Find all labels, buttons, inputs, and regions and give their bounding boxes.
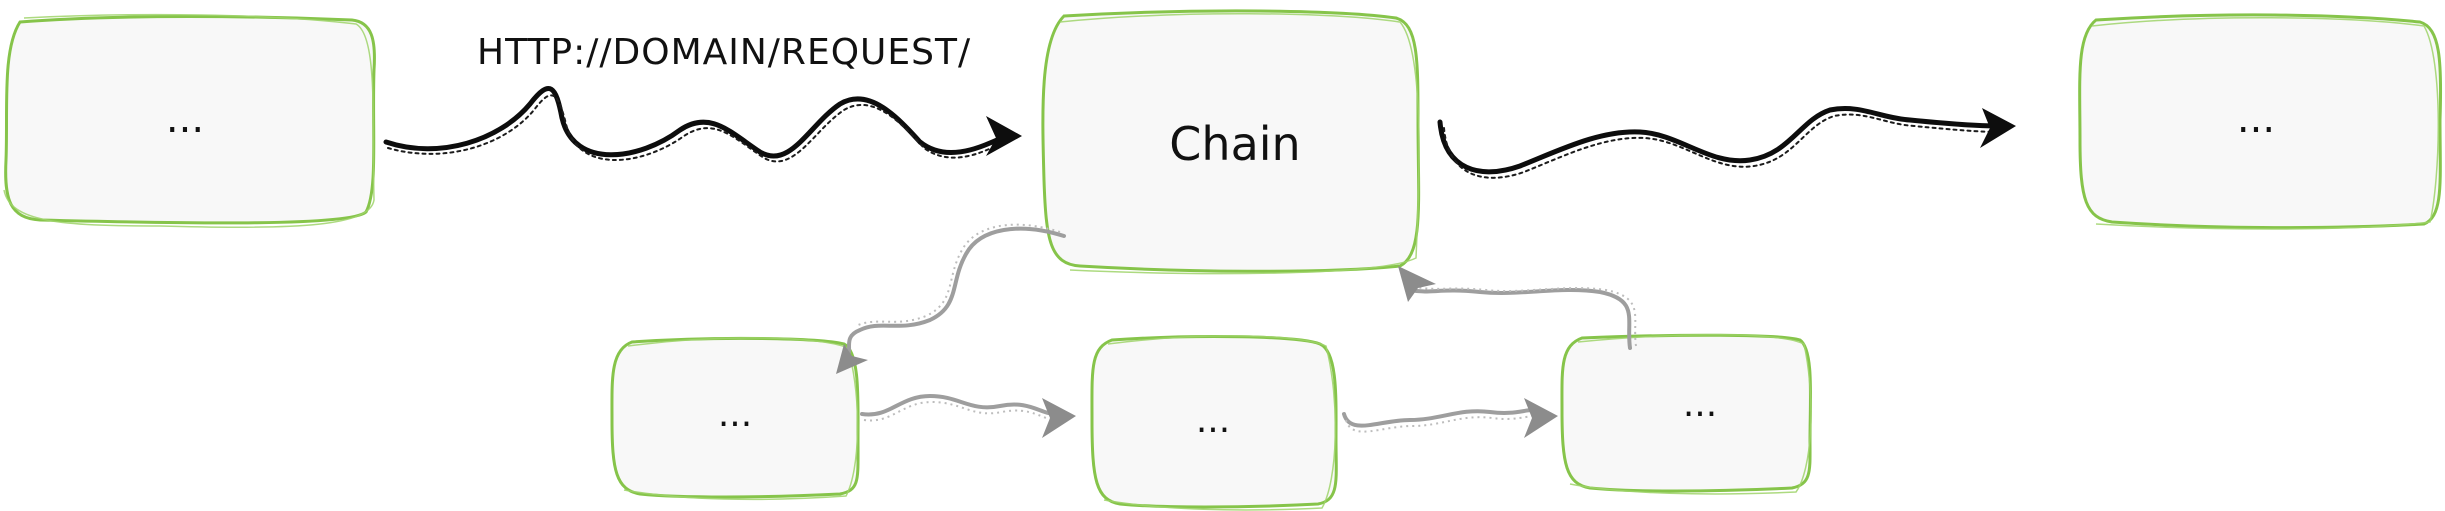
node-sub3: ...	[1560, 333, 1813, 495]
node-sub2: ...	[1090, 335, 1338, 511]
arrowhead-sub1-to-sub2	[1042, 398, 1076, 438]
node-sub1-label: ...	[718, 394, 752, 435]
node-sub3-label: ...	[1683, 384, 1717, 425]
node-right-label: ...	[2237, 96, 2275, 142]
node-chain: Chain	[1041, 9, 1421, 275]
arrow-sub2-to-sub3	[1342, 398, 1558, 438]
arrowhead-sub3-to-chain	[1398, 266, 1436, 302]
arrowhead-chain-to-sub1	[836, 344, 868, 374]
node-left: ...	[3, 13, 376, 229]
node-right: ...	[2078, 13, 2443, 230]
arrow-left-to-chain	[383, 86, 1022, 163]
node-chain-label: Chain	[1169, 117, 1300, 171]
arrow-chain-to-right	[1437, 106, 2016, 179]
arrow-sub3-to-chain	[1398, 266, 1637, 350]
arrowhead-left-to-chain	[986, 116, 1022, 156]
node-left-label: ...	[166, 96, 204, 142]
arrowhead-chain-to-right	[1980, 108, 2016, 148]
arrow-sub1-to-sub2	[860, 394, 1076, 438]
node-sub2-label: ...	[1196, 400, 1230, 441]
arrowhead-sub2-to-sub3	[1524, 398, 1558, 438]
arrow-chain-to-sub1	[836, 223, 1066, 374]
node-sub1: ...	[610, 336, 860, 501]
url-label: HTTP://DOMAIN/REQUEST/	[477, 32, 971, 73]
